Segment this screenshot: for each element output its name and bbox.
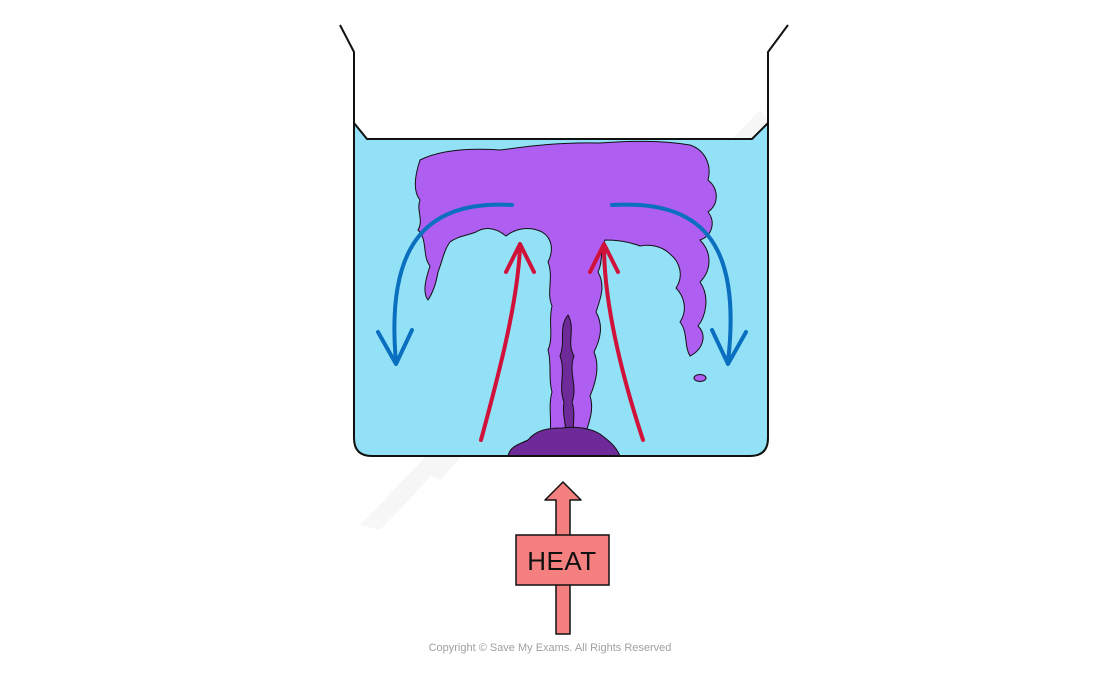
dye-droplet [693, 374, 707, 382]
dye-crystal [507, 426, 621, 457]
cold-arrowhead-left [376, 328, 414, 366]
cold-arrows [376, 202, 748, 366]
heat-source: HEAT [515, 481, 610, 635]
hot-arrow-left [479, 244, 522, 442]
cold-arrow-left [392, 202, 514, 364]
hot-arrows [479, 242, 645, 442]
cold-arrow-right [610, 202, 733, 364]
beaker-outline [339, 24, 789, 457]
heat-label: HEAT [527, 546, 596, 576]
hot-arrowhead-right [588, 242, 620, 274]
heat-box [515, 534, 610, 586]
hot-arrow-right [602, 244, 645, 442]
copyright-notice: Copyright © Save My Exams. All Rights Re… [428, 642, 672, 654]
cold-arrowhead-right [710, 328, 748, 366]
hot-arrowhead-left [504, 242, 536, 274]
water-surface [353, 122, 769, 140]
dye-plume [414, 140, 717, 433]
